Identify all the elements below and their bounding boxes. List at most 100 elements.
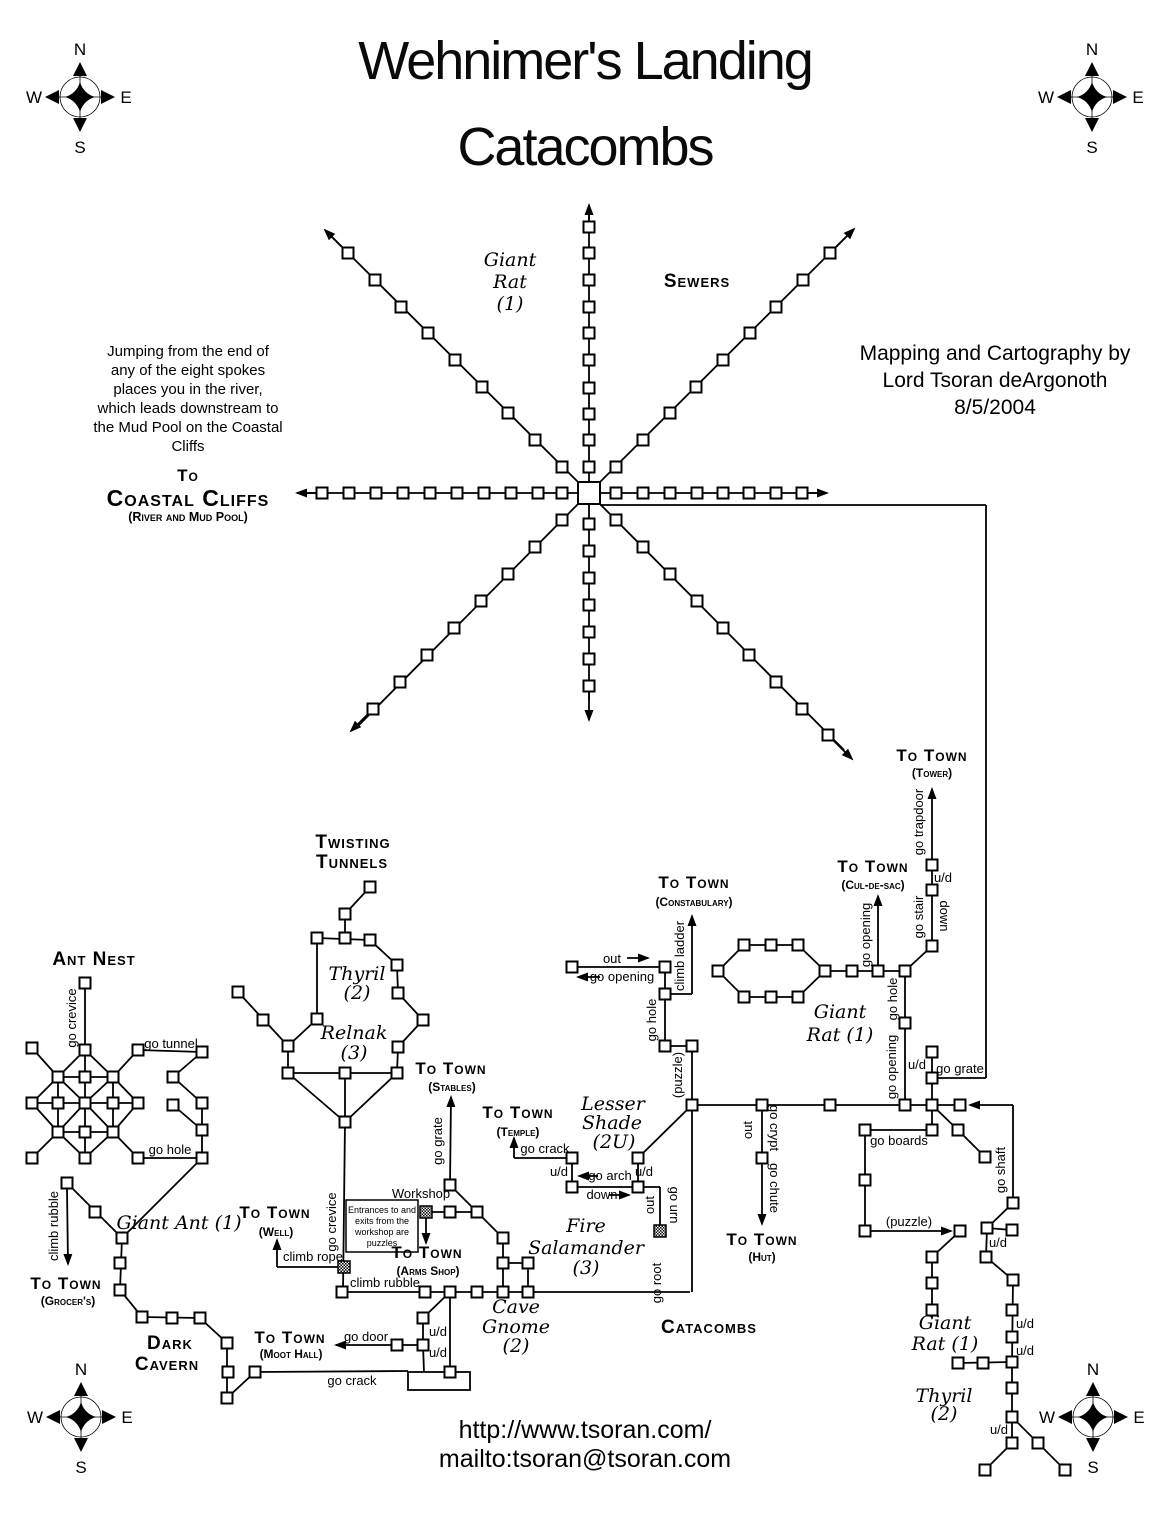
room-node[interactable] bbox=[25, 1096, 39, 1110]
room-node[interactable] bbox=[690, 486, 704, 500]
room-node[interactable] bbox=[78, 1125, 92, 1139]
room-node[interactable] bbox=[658, 1039, 672, 1053]
room-node[interactable] bbox=[390, 1066, 404, 1080]
room-node[interactable] bbox=[582, 220, 596, 234]
room-node[interactable] bbox=[78, 1043, 92, 1057]
room-node[interactable] bbox=[951, 1123, 965, 1137]
room-node[interactable] bbox=[423, 486, 437, 500]
room-node[interactable] bbox=[106, 1125, 120, 1139]
room-node[interactable] bbox=[951, 1356, 965, 1370]
room-node[interactable] bbox=[898, 1098, 912, 1112]
room-node[interactable] bbox=[195, 1045, 209, 1059]
room-node[interactable] bbox=[858, 1224, 872, 1238]
room-node[interactable] bbox=[1006, 1273, 1020, 1287]
room-node[interactable] bbox=[823, 1098, 837, 1112]
room-node[interactable] bbox=[135, 1310, 149, 1324]
room-node[interactable] bbox=[166, 1098, 180, 1112]
room-node[interactable] bbox=[631, 1180, 645, 1194]
room-node[interactable] bbox=[1031, 1436, 1045, 1450]
room-node[interactable] bbox=[1005, 1436, 1019, 1450]
room-node[interactable] bbox=[755, 1098, 769, 1112]
room-node[interactable] bbox=[1005, 1381, 1019, 1395]
room-node[interactable] bbox=[338, 1066, 352, 1080]
room-node[interactable] bbox=[663, 567, 677, 581]
room-node[interactable] bbox=[689, 380, 703, 394]
room-node[interactable] bbox=[281, 1066, 295, 1080]
room-node[interactable] bbox=[582, 517, 596, 531]
room-node[interactable] bbox=[78, 1096, 92, 1110]
room-node[interactable] bbox=[609, 513, 623, 527]
room-node[interactable] bbox=[925, 1071, 939, 1085]
room-node[interactable] bbox=[858, 1173, 872, 1187]
room-node[interactable] bbox=[106, 1070, 120, 1084]
room-node[interactable] bbox=[195, 1096, 209, 1110]
room-node[interactable] bbox=[256, 1013, 270, 1027]
room-node[interactable] bbox=[335, 1285, 349, 1299]
room-node[interactable] bbox=[980, 1221, 994, 1235]
room-node[interactable] bbox=[565, 1151, 579, 1165]
sewer-hub-node[interactable] bbox=[577, 481, 601, 505]
room-node[interactable] bbox=[565, 1180, 579, 1194]
room-node[interactable] bbox=[363, 880, 377, 894]
room-node[interactable] bbox=[51, 1125, 65, 1139]
room-node[interactable] bbox=[342, 486, 356, 500]
room-node[interactable] bbox=[925, 1045, 939, 1059]
room-node[interactable] bbox=[663, 486, 677, 500]
room-node[interactable] bbox=[420, 648, 434, 662]
room-node[interactable] bbox=[555, 460, 569, 474]
room-node[interactable] bbox=[338, 907, 352, 921]
room-node[interactable] bbox=[582, 598, 596, 612]
room-node[interactable] bbox=[582, 246, 596, 260]
room-node[interactable] bbox=[504, 486, 518, 500]
room-node[interactable] bbox=[1005, 1410, 1019, 1424]
room-node[interactable] bbox=[131, 1096, 145, 1110]
site-url[interactable]: http://www.tsoran.com/ bbox=[458, 1416, 712, 1444]
room-node[interactable] bbox=[925, 1276, 939, 1290]
room-node[interactable] bbox=[78, 976, 92, 990]
room-node[interactable] bbox=[131, 1043, 145, 1057]
room-node[interactable] bbox=[582, 544, 596, 558]
room-node[interactable] bbox=[636, 486, 650, 500]
room-node[interactable] bbox=[496, 1231, 510, 1245]
puzzle-node[interactable] bbox=[337, 1260, 351, 1274]
room-node[interactable] bbox=[390, 1338, 404, 1352]
room-node[interactable] bbox=[582, 460, 596, 474]
room-node[interactable] bbox=[450, 486, 464, 500]
room-node[interactable] bbox=[281, 1039, 295, 1053]
room-node[interactable] bbox=[582, 326, 596, 340]
room-node[interactable] bbox=[978, 1463, 992, 1477]
room-node[interactable] bbox=[925, 883, 939, 897]
room-node[interactable] bbox=[685, 1039, 699, 1053]
room-node[interactable] bbox=[1005, 1355, 1019, 1369]
room-node[interactable] bbox=[582, 407, 596, 421]
room-node[interactable] bbox=[366, 702, 380, 716]
room-node[interactable] bbox=[1005, 1303, 1019, 1317]
room-node[interactable] bbox=[978, 1150, 992, 1164]
room-node[interactable] bbox=[795, 702, 809, 716]
room-node[interactable] bbox=[166, 1070, 180, 1084]
room-node[interactable] bbox=[818, 964, 832, 978]
room-node[interactable] bbox=[496, 1256, 510, 1270]
room-node[interactable] bbox=[711, 964, 725, 978]
room-node[interactable] bbox=[979, 1250, 993, 1264]
room-node[interactable] bbox=[764, 990, 778, 1004]
room-node[interactable] bbox=[470, 1285, 484, 1299]
room-node[interactable] bbox=[658, 987, 672, 1001]
room-node[interactable] bbox=[925, 1098, 939, 1112]
room-node[interactable] bbox=[310, 931, 324, 945]
room-node[interactable] bbox=[113, 1256, 127, 1270]
room-node[interactable] bbox=[231, 985, 245, 999]
room-node[interactable] bbox=[769, 300, 783, 314]
room-node[interactable] bbox=[716, 486, 730, 500]
room-node[interactable] bbox=[474, 594, 488, 608]
room-node[interactable] bbox=[443, 1285, 457, 1299]
room-node[interactable] bbox=[416, 1013, 430, 1027]
room-node[interactable] bbox=[220, 1336, 234, 1350]
room-node[interactable] bbox=[582, 652, 596, 666]
room-node[interactable] bbox=[845, 964, 859, 978]
room-node[interactable] bbox=[368, 273, 382, 287]
room-node[interactable] bbox=[582, 273, 596, 287]
room-node[interactable] bbox=[221, 1365, 235, 1379]
room-node[interactable] bbox=[338, 931, 352, 945]
room-node[interactable] bbox=[394, 300, 408, 314]
